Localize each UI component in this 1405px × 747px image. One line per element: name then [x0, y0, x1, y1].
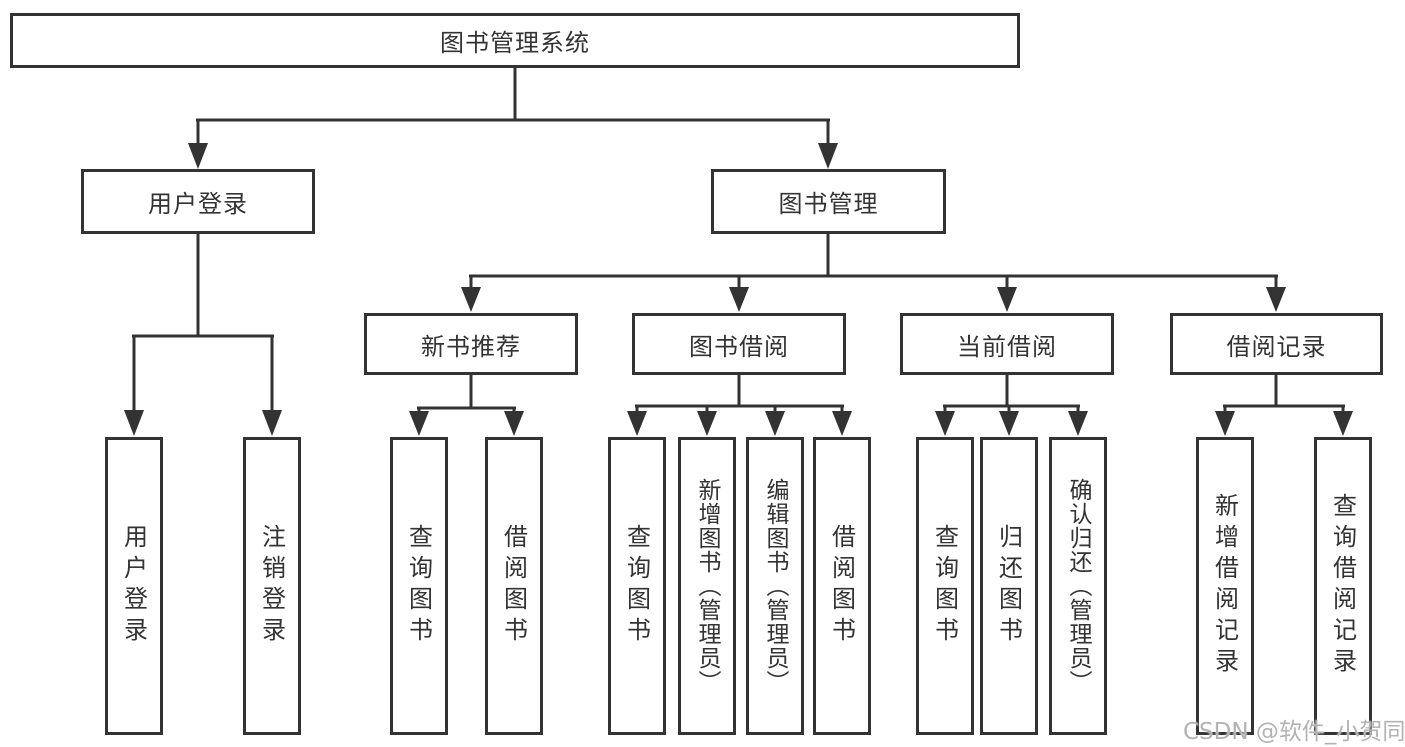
csdn-watermark: CSDN @软件_小贺同学 [1183, 719, 1405, 745]
node-current-borrowing: 当前借阅 [900, 313, 1114, 375]
arrowhead [188, 143, 208, 169]
leaf-query-books-recommend: 查询图书 [390, 437, 448, 735]
arrowhead [124, 410, 144, 436]
arrowhead [729, 287, 749, 312]
arrowhead [818, 143, 838, 169]
leaf-add-borrow-record: 新增借阅记录 [1196, 437, 1254, 735]
node-new-book-recommend: 新书推荐 [364, 313, 578, 375]
node-borrowing-records: 借阅记录 [1170, 313, 1383, 375]
leaf-borrow-books-recommend: 借阅图书 [485, 437, 543, 735]
connector-user-login-to-leaves [124, 234, 282, 436]
arrowhead [627, 411, 647, 436]
arrowhead [999, 411, 1019, 436]
arrowhead [409, 411, 429, 436]
leaf-query-books-borrowing: 查询图书 [608, 437, 666, 735]
node-root-system: 图书管理系统 [10, 13, 1020, 68]
arrowhead [697, 411, 717, 436]
node-book-management: 图书管理 [711, 169, 946, 234]
arrowhead [997, 287, 1017, 312]
connector-book-management-to-level3 [461, 234, 1286, 312]
leaf-add-books-admin: 新增图书（管理员） [678, 437, 736, 735]
connector-borrowing-records-to-leaves [1215, 375, 1353, 436]
leaf-query-borrow-record: 查询借阅记录 [1314, 437, 1372, 735]
arrowhead [765, 411, 785, 436]
leaf-return-books: 归还图书 [980, 437, 1038, 735]
node-book-borrowing: 图书借阅 [632, 313, 846, 375]
leaf-user-login: 用户登录 [105, 437, 163, 735]
arrowhead [262, 410, 282, 436]
connector-new-book-recommend-to-leaves [409, 375, 524, 436]
arrowhead [1266, 287, 1286, 312]
arrowhead [461, 287, 481, 312]
arrowhead [832, 411, 852, 436]
arrowhead [504, 411, 524, 436]
leaf-confirm-return-admin: 确认归还（管理员） [1049, 437, 1107, 735]
leaf-query-books-current: 查询图书 [916, 437, 974, 735]
arrowhead [1068, 411, 1088, 436]
connector-book-borrowing-to-leaves [627, 375, 852, 436]
leaf-edit-books-admin: 编辑图书（管理员） [746, 437, 804, 735]
node-user-login: 用户登录 [81, 169, 315, 234]
leaf-logout: 注销登录 [243, 437, 301, 735]
arrowhead [1215, 411, 1235, 436]
connector-current-borrowing-to-leaves [935, 375, 1088, 436]
connector-root-to-level2 [188, 68, 838, 169]
leaf-borrow-books-borrowing: 借阅图书 [813, 437, 871, 735]
arrowhead [935, 411, 955, 436]
arrowhead [1333, 411, 1353, 436]
